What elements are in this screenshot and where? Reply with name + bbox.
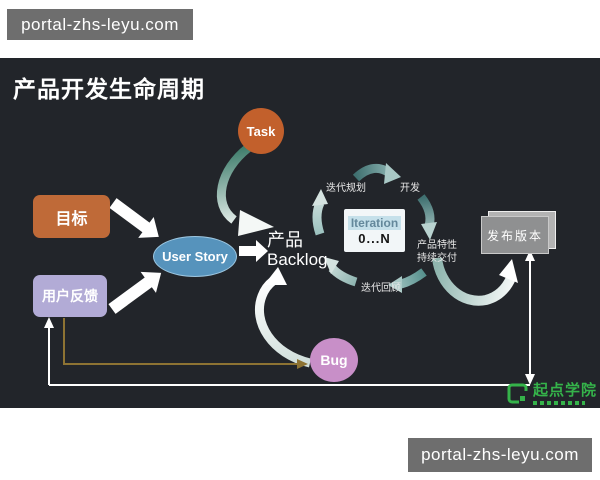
product-backlog-label: 产品 Backlog xyxy=(267,230,327,270)
line-release-feedback-loop xyxy=(48,260,531,386)
arrow-feedback-to-story xyxy=(108,271,162,314)
diagram-arrows-layer xyxy=(44,144,535,386)
cycle-arrow-backlog-to-planning xyxy=(312,189,328,236)
qidian-logo-subtext xyxy=(533,401,585,405)
arrowhead-into-release xyxy=(525,250,535,261)
qidian-logo-text: 起点学院 xyxy=(533,382,598,399)
qidian-college-logo: 起点学院 xyxy=(507,383,597,405)
arrowhead-into-bug xyxy=(297,359,308,369)
user-story-label: User Story xyxy=(162,249,228,264)
watermark-bottom: portal-zhs-leyu.com xyxy=(408,438,592,472)
iteration-count: 0...N xyxy=(358,230,391,246)
task-node: Task xyxy=(238,108,284,154)
cycle-label-delivery-line2: 持续交付 xyxy=(417,253,457,264)
curve-bug-to-backlog xyxy=(254,267,312,368)
user-feedback-label: 用户反馈 xyxy=(42,288,98,304)
cycle-arrow-review-to-backlog xyxy=(324,257,358,287)
bug-node: Bug xyxy=(310,338,358,382)
slide-background: 产品开发生命周期 xyxy=(0,58,600,408)
arrow-story-to-backlog xyxy=(239,240,268,262)
cycle-label-review: 迭代回顾 xyxy=(361,283,401,294)
cycle-label-planning: 迭代规划 xyxy=(326,183,366,194)
iteration-box: Iteration 0...N xyxy=(344,209,405,252)
iteration-title: Iteration xyxy=(347,215,402,230)
task-label: Task xyxy=(246,123,276,139)
watermark-top: portal-zhs-leyu.com xyxy=(7,9,193,40)
user-story-node: User Story xyxy=(153,236,237,277)
cycle-label-delivery-line1: 产品特性 xyxy=(417,240,457,251)
cycle-label-development: 开发 xyxy=(400,183,420,194)
cycle-arrow-dev-to-delivery xyxy=(417,194,437,240)
curve-task-to-backlog xyxy=(216,144,274,236)
arrowhead-into-feedback xyxy=(44,317,54,328)
slide-title: 产品开发生命周期 xyxy=(13,76,205,102)
bug-label: Bug xyxy=(320,352,348,368)
curve-delivery-to-release xyxy=(432,257,518,306)
arrow-goal-to-story xyxy=(109,198,159,238)
arrowhead-down-to-baseline xyxy=(525,374,535,385)
product-backlog-line2: Backlog xyxy=(267,250,328,269)
line-feedback-to-bug xyxy=(63,318,298,365)
product-backlog-line1: 产品 xyxy=(267,230,303,250)
user-feedback-node: 用户反馈 xyxy=(33,275,107,317)
goal-node: 目标 xyxy=(33,195,110,238)
cycle-arrow-delivery-to-review xyxy=(388,268,427,293)
release-node: 发布版本 xyxy=(481,216,549,254)
cycle-arrow-planning-to-dev xyxy=(352,163,401,184)
cycle-label-delivery: 产品特性 持续交付 xyxy=(417,239,457,265)
release-label: 发布版本 xyxy=(486,228,543,243)
watermark-top-text: portal-zhs-leyu.com xyxy=(21,14,179,34)
goal-label: 目标 xyxy=(55,210,88,228)
watermark-bottom-text: portal-zhs-leyu.com xyxy=(421,445,579,464)
qidian-logo-icon xyxy=(507,383,528,404)
